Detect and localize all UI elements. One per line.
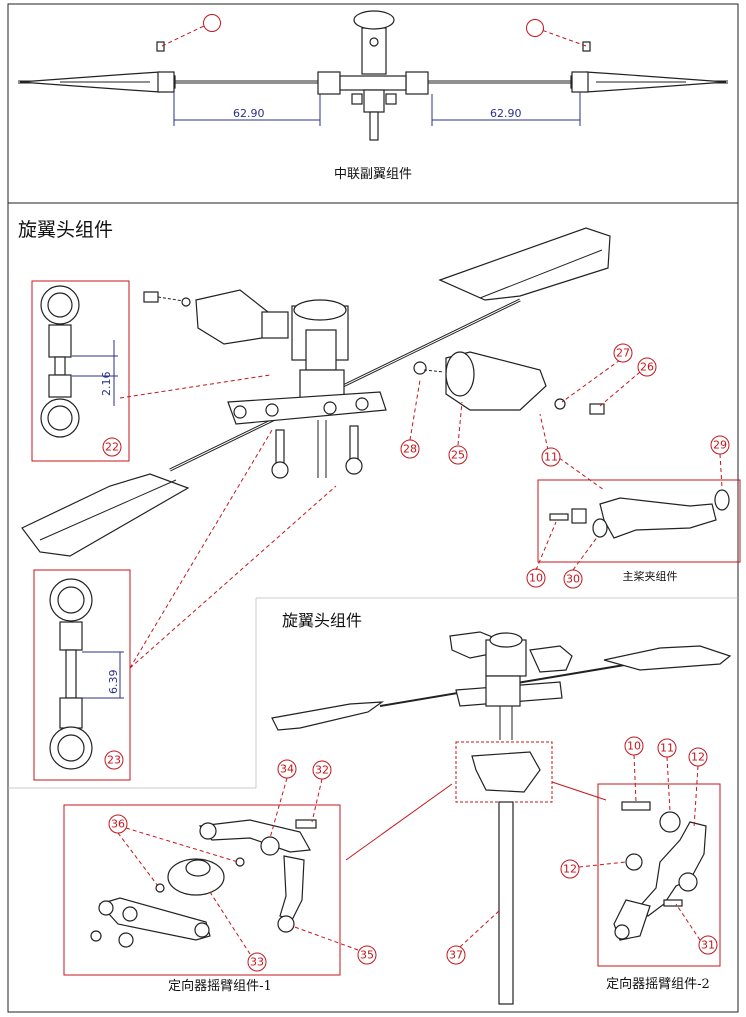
callout-number: 22: [105, 441, 119, 454]
callout-number: 27: [616, 347, 630, 360]
callout-33: [247, 952, 267, 972]
callout-22: [102, 437, 122, 457]
blade-grip-box: [537, 479, 741, 563]
callout-28: [400, 439, 420, 459]
swash-arm-1-box: [63, 804, 341, 976]
flybar-dimension-left: 62.90: [173, 92, 321, 126]
lower-section-title: 旋翼头组件: [282, 611, 362, 630]
callout-number: 11: [660, 742, 674, 755]
callout-number: 28: [403, 443, 417, 456]
flybar-dimension-right: 62.90: [431, 92, 581, 126]
callout-number: 35: [360, 949, 374, 962]
callout-number: 29: [713, 439, 727, 452]
dimension-label-right: 62.90: [490, 107, 522, 120]
callout-number: 34: [280, 763, 294, 776]
callout-number: 33: [250, 956, 264, 969]
callout-number: 26: [640, 361, 654, 374]
leaders-upper: [119, 359, 641, 669]
link-23-box: 6.39: [33, 569, 131, 781]
subsection-divider-side: [8, 598, 257, 789]
main-rotor-head-lower: [271, 631, 732, 1005]
callout-number: 25: [451, 449, 465, 462]
callout-number: 23: [107, 754, 121, 767]
callout-number: 12: [563, 863, 577, 876]
callout-number: 10: [627, 740, 641, 753]
callout-12b: [560, 859, 580, 879]
link-22-box: 2.16: [31, 280, 130, 462]
rotor-head-title: 旋翼头组件: [18, 219, 113, 241]
callout-31: [698, 935, 718, 955]
link-22-dimension: 2.16: [100, 372, 113, 397]
callout-number: 36: [111, 818, 125, 831]
link-23-dimension: 6.39: [107, 670, 120, 695]
callout-number: 31: [701, 939, 715, 952]
callout-number: 32: [315, 764, 329, 777]
page-frame: [7, 3, 739, 1013]
callout-23: [104, 750, 124, 770]
callout-27: [613, 343, 633, 363]
callout-flybar-left: [203, 14, 221, 32]
leaders-lower: [117, 777, 501, 955]
callout-11a: [541, 447, 561, 467]
callout-35: [357, 945, 377, 965]
callout-25: [448, 445, 468, 465]
blade-grip-caption: 主桨夹组件: [623, 569, 678, 583]
callout-37: [446, 945, 466, 965]
main-rotor-head-upper: [21, 227, 611, 557]
swash-arm-2-box: [597, 783, 721, 967]
dimension-label-left: 62.90: [233, 107, 265, 120]
callout-number: 10: [529, 572, 543, 585]
callout-number: 12: [691, 751, 705, 764]
flybar-assembly: [18, 10, 728, 141]
flybar-caption: 中联副翼组件: [334, 167, 412, 182]
callout-number: 30: [566, 573, 580, 586]
callout-numbers: 22 23 28 25 11 27 26 29 10 30 34 32 36 3…: [105, 347, 727, 969]
callout-number: 11: [544, 451, 558, 464]
leaders-arm2: [578, 754, 701, 941]
swash-arm-1-caption: 定向器摇臂组件-1: [168, 978, 272, 994]
callout-flybar-right: [526, 19, 544, 37]
callout-26: [637, 357, 657, 377]
swash-arm-2-caption: 定向器摇臂组件-2: [606, 976, 710, 992]
callout-number: 37: [449, 949, 463, 962]
